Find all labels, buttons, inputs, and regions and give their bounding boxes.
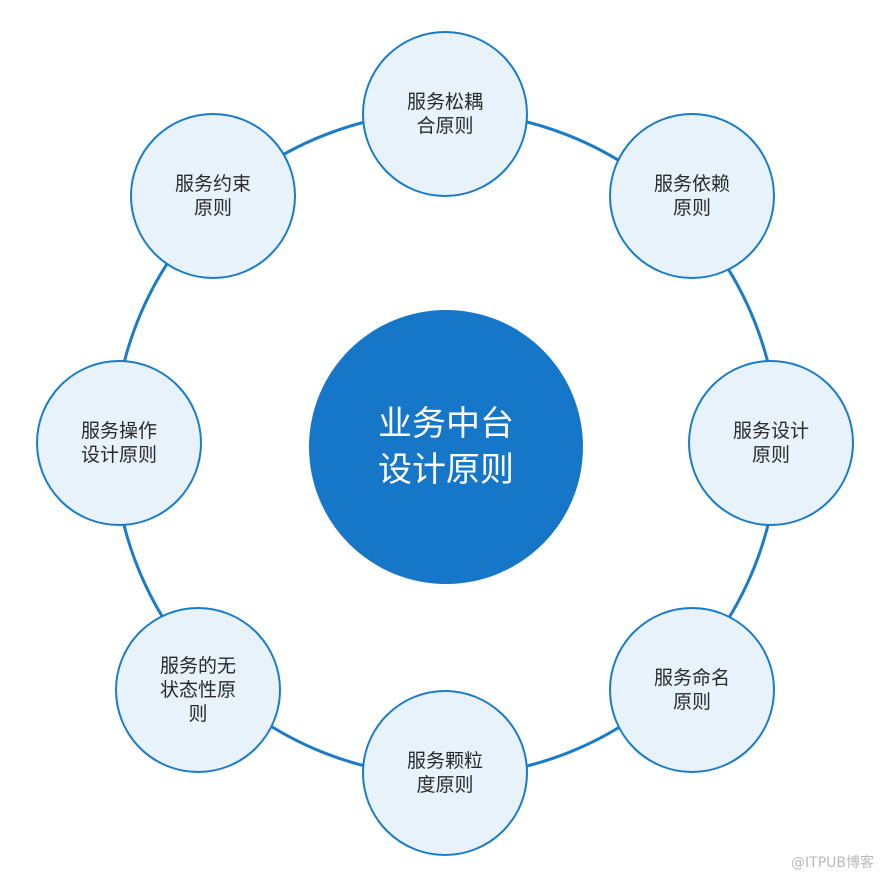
- center-title-line-1: 业务中台: [378, 404, 514, 444]
- watermark: @ITPUB博客: [791, 855, 874, 871]
- principle-node-circle: [362, 690, 528, 856]
- principle-node-label-line-1: 服务依赖: [654, 173, 730, 195]
- principle-node-label-line-2: 原则: [673, 197, 711, 219]
- principle-node-label-line-2: 原则: [194, 197, 232, 219]
- principle-node-label-line-2: 设计原则: [81, 444, 157, 466]
- principle-node-label-line-1: 服务松耦: [407, 91, 483, 113]
- principle-node-label-line-2: 状态性原: [160, 679, 236, 701]
- center-circle: [309, 310, 583, 584]
- principle-node-circle: [362, 31, 528, 197]
- principle-node-circle: [36, 360, 202, 526]
- principle-node-circle: [609, 113, 775, 279]
- principle-node-label-line-2: 度原则: [416, 774, 473, 796]
- principle-node-label-line-3: 则: [188, 703, 207, 725]
- principle-node-label-line-1: 服务命名: [654, 667, 730, 689]
- principle-node-label-line-2: 原则: [673, 691, 711, 713]
- principle-node-circle: [609, 607, 775, 773]
- principle-node-label-line-1: 服务约束: [175, 173, 251, 195]
- principle-node-label-line-1: 服务的无: [160, 655, 236, 677]
- principle-node-label-line-1: 服务操作: [81, 420, 157, 442]
- principle-node-label-line-1: 服务颗粒: [407, 750, 483, 772]
- principle-node-circle: [688, 360, 854, 526]
- principle-node-circle: [130, 113, 296, 279]
- principle-node-label-line-1: 服务设计: [733, 420, 809, 442]
- principle-node-label-line-2: 原则: [752, 444, 790, 466]
- center-title-line-2: 设计原则: [378, 450, 514, 490]
- principle-node-label-line-2: 合原则: [416, 115, 473, 137]
- principle-node-circle: [115, 607, 281, 773]
